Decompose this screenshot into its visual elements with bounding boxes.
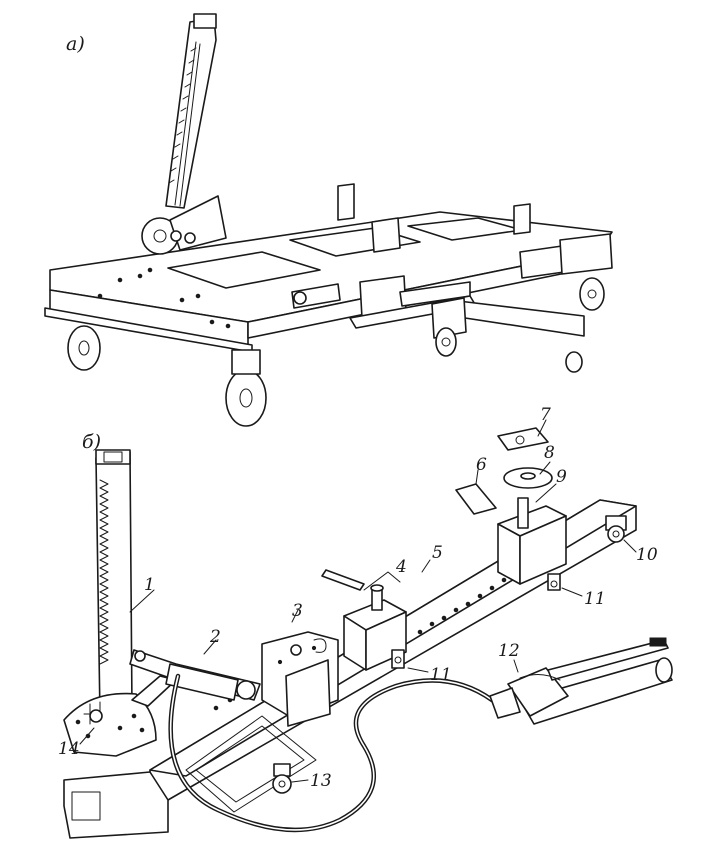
washer-plate [497,427,549,451]
rear-clamp [519,245,565,279]
caster-wheel-2 [225,349,267,427]
clamp-post-3 [371,217,401,253]
clamp-post-1 [337,183,355,221]
callout-5: 5 [432,543,443,563]
rack-teeth-a [168,47,197,184]
frame-opening-1 [167,251,321,289]
beam-end-caster [605,515,627,543]
callout-6: 6 [476,455,487,475]
callout-3: 3 [292,601,303,621]
hydraulic-cylinder [129,649,261,701]
caster-wheel-3 [435,327,457,357]
callout-7: 7 [540,405,551,425]
leader-lines [79,419,637,783]
clamp-post-2 [513,203,531,235]
sector-plate [63,692,157,757]
caster-wheel-5 [579,277,605,311]
callout-8: 8 [544,443,555,463]
callout-13: 13 [310,771,332,791]
callout-11-a: 11 [584,589,606,609]
collar-clamp [497,497,567,591]
hand-pump [489,637,673,725]
clamp-with-screw [321,569,407,671]
trolley-frame [185,715,317,813]
rear-arm [559,233,613,275]
rack-base-block [63,771,169,839]
frame-holes [97,267,231,329]
washer [503,467,553,489]
rack-post [95,451,133,717]
outrigger-right [449,299,585,337]
callout-2: 2 [209,627,221,647]
callout-9: 9 [556,467,567,487]
clamp-fixture [261,631,339,727]
panel-a-label: а) [66,33,85,55]
rack-teeth [99,479,109,665]
panel-b-label: б) [82,431,101,453]
panel-a-straightening-stand: а) [44,13,613,427]
callout-1: 1 [144,575,155,595]
callout-14: 14 [58,739,80,759]
clamp-handle [321,569,365,591]
callout-12: 12 [498,641,520,661]
callout-10: 10 [636,545,658,565]
wedge [455,483,497,515]
rack-post-cap [193,13,217,29]
caster-wheel-4 [565,351,583,373]
callout-4: 4 [395,557,407,577]
panel-b-exploded-view: б) [58,405,673,839]
caster-wheel-1 [67,325,101,371]
outrigger-plate [431,297,467,339]
callout-11-b: 11 [430,665,452,685]
